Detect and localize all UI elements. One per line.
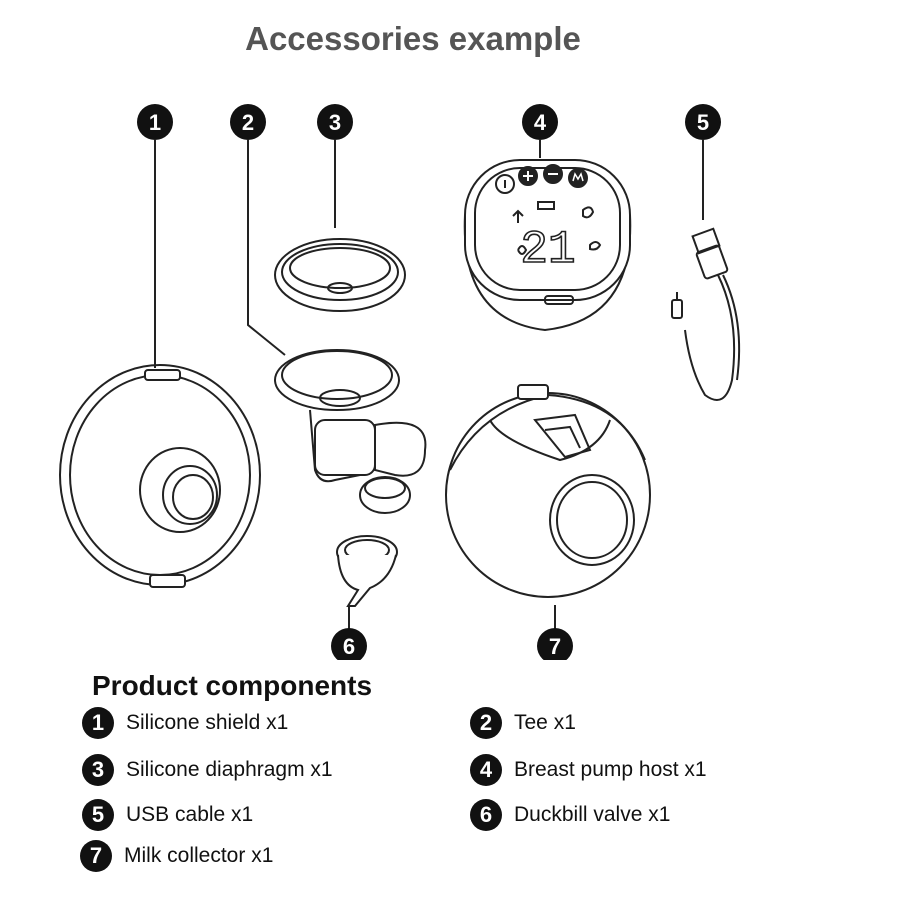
legend-label-silicone-shield: Silicone shield x1 [126,711,289,734]
callout-3-number: 3 [329,110,341,135]
duckbill-valve-drawing [336,535,398,607]
accessories-illustration: 21 1 2 3 [59,104,741,660]
drop-icon [517,245,528,255]
legend-item-milk-collector: 7 Milk collector x1 [80,840,273,872]
callout-1: 1 [137,104,173,140]
leader-line-2 [247,140,286,356]
battery-icon [537,201,555,210]
components-heading: Product components [92,670,373,701]
legend-badge-1: 1 [82,707,114,739]
silicone-shield-drawing [59,364,261,588]
legend-item-silicone-shield: 1 Silicone shield x1 [82,707,288,739]
legend-badge-5: 5 [82,799,114,831]
control-buttons [495,164,588,194]
legend-badge-4: 4 [470,754,502,786]
page-title: Accessories example [245,20,581,57]
legend-item-breast-pump-host: 4 Breast pump host x1 [470,754,707,786]
legend-item-silicone-diaphragm: 3 Silicone diaphragm x1 [82,754,333,786]
legend-item-duckbill-valve: 6 Duckbill valve x1 [470,799,670,831]
massage-icon [582,206,595,219]
breast-pump-host-drawing: 21 [463,159,632,332]
display-digits: 21 [520,224,575,276]
callout-2: 2 [230,104,266,140]
callout-2-number: 2 [242,110,254,135]
callout-6-number: 6 [343,634,355,659]
callout-4-number: 4 [534,110,547,135]
legend-label-duckbill-valve: Duckbill valve x1 [514,803,671,826]
callout-5: 5 [685,104,721,140]
callout-7: 7 [537,628,573,660]
usb-cable-drawing [671,227,741,401]
callout-6: 6 [331,628,367,660]
callout-5-number: 5 [697,110,709,135]
legend-badge-2: 2 [470,707,502,739]
silicone-diaphragm-drawing [274,238,406,312]
legend-badge-6: 6 [470,799,502,831]
legend-label-breast-pump-host: Breast pump host x1 [514,758,707,781]
callout-7-number: 7 [549,634,561,659]
timer-icon [589,241,602,251]
legend-label-usb-cable: USB cable x1 [126,803,254,826]
power-button-icon [495,174,515,194]
callout-1-number: 1 [149,110,161,135]
legend-item-tee: 2 Tee x1 [470,707,576,739]
legend-label-milk-collector: Milk collector x1 [124,844,274,867]
legend-badge-7: 7 [80,840,112,872]
legend-label-tee: Tee x1 [514,711,576,734]
tee-drawing [274,349,427,514]
milk-collector-drawing [445,384,651,598]
callout-4: 4 [522,104,558,140]
suction-icon [512,209,524,223]
callout-3: 3 [317,104,353,140]
legend-badge-3: 3 [82,754,114,786]
legend-item-usb-cable: 5 USB cable x1 [82,799,253,831]
legend-label-silicone-diaphragm: Silicone diaphragm x1 [126,758,333,781]
